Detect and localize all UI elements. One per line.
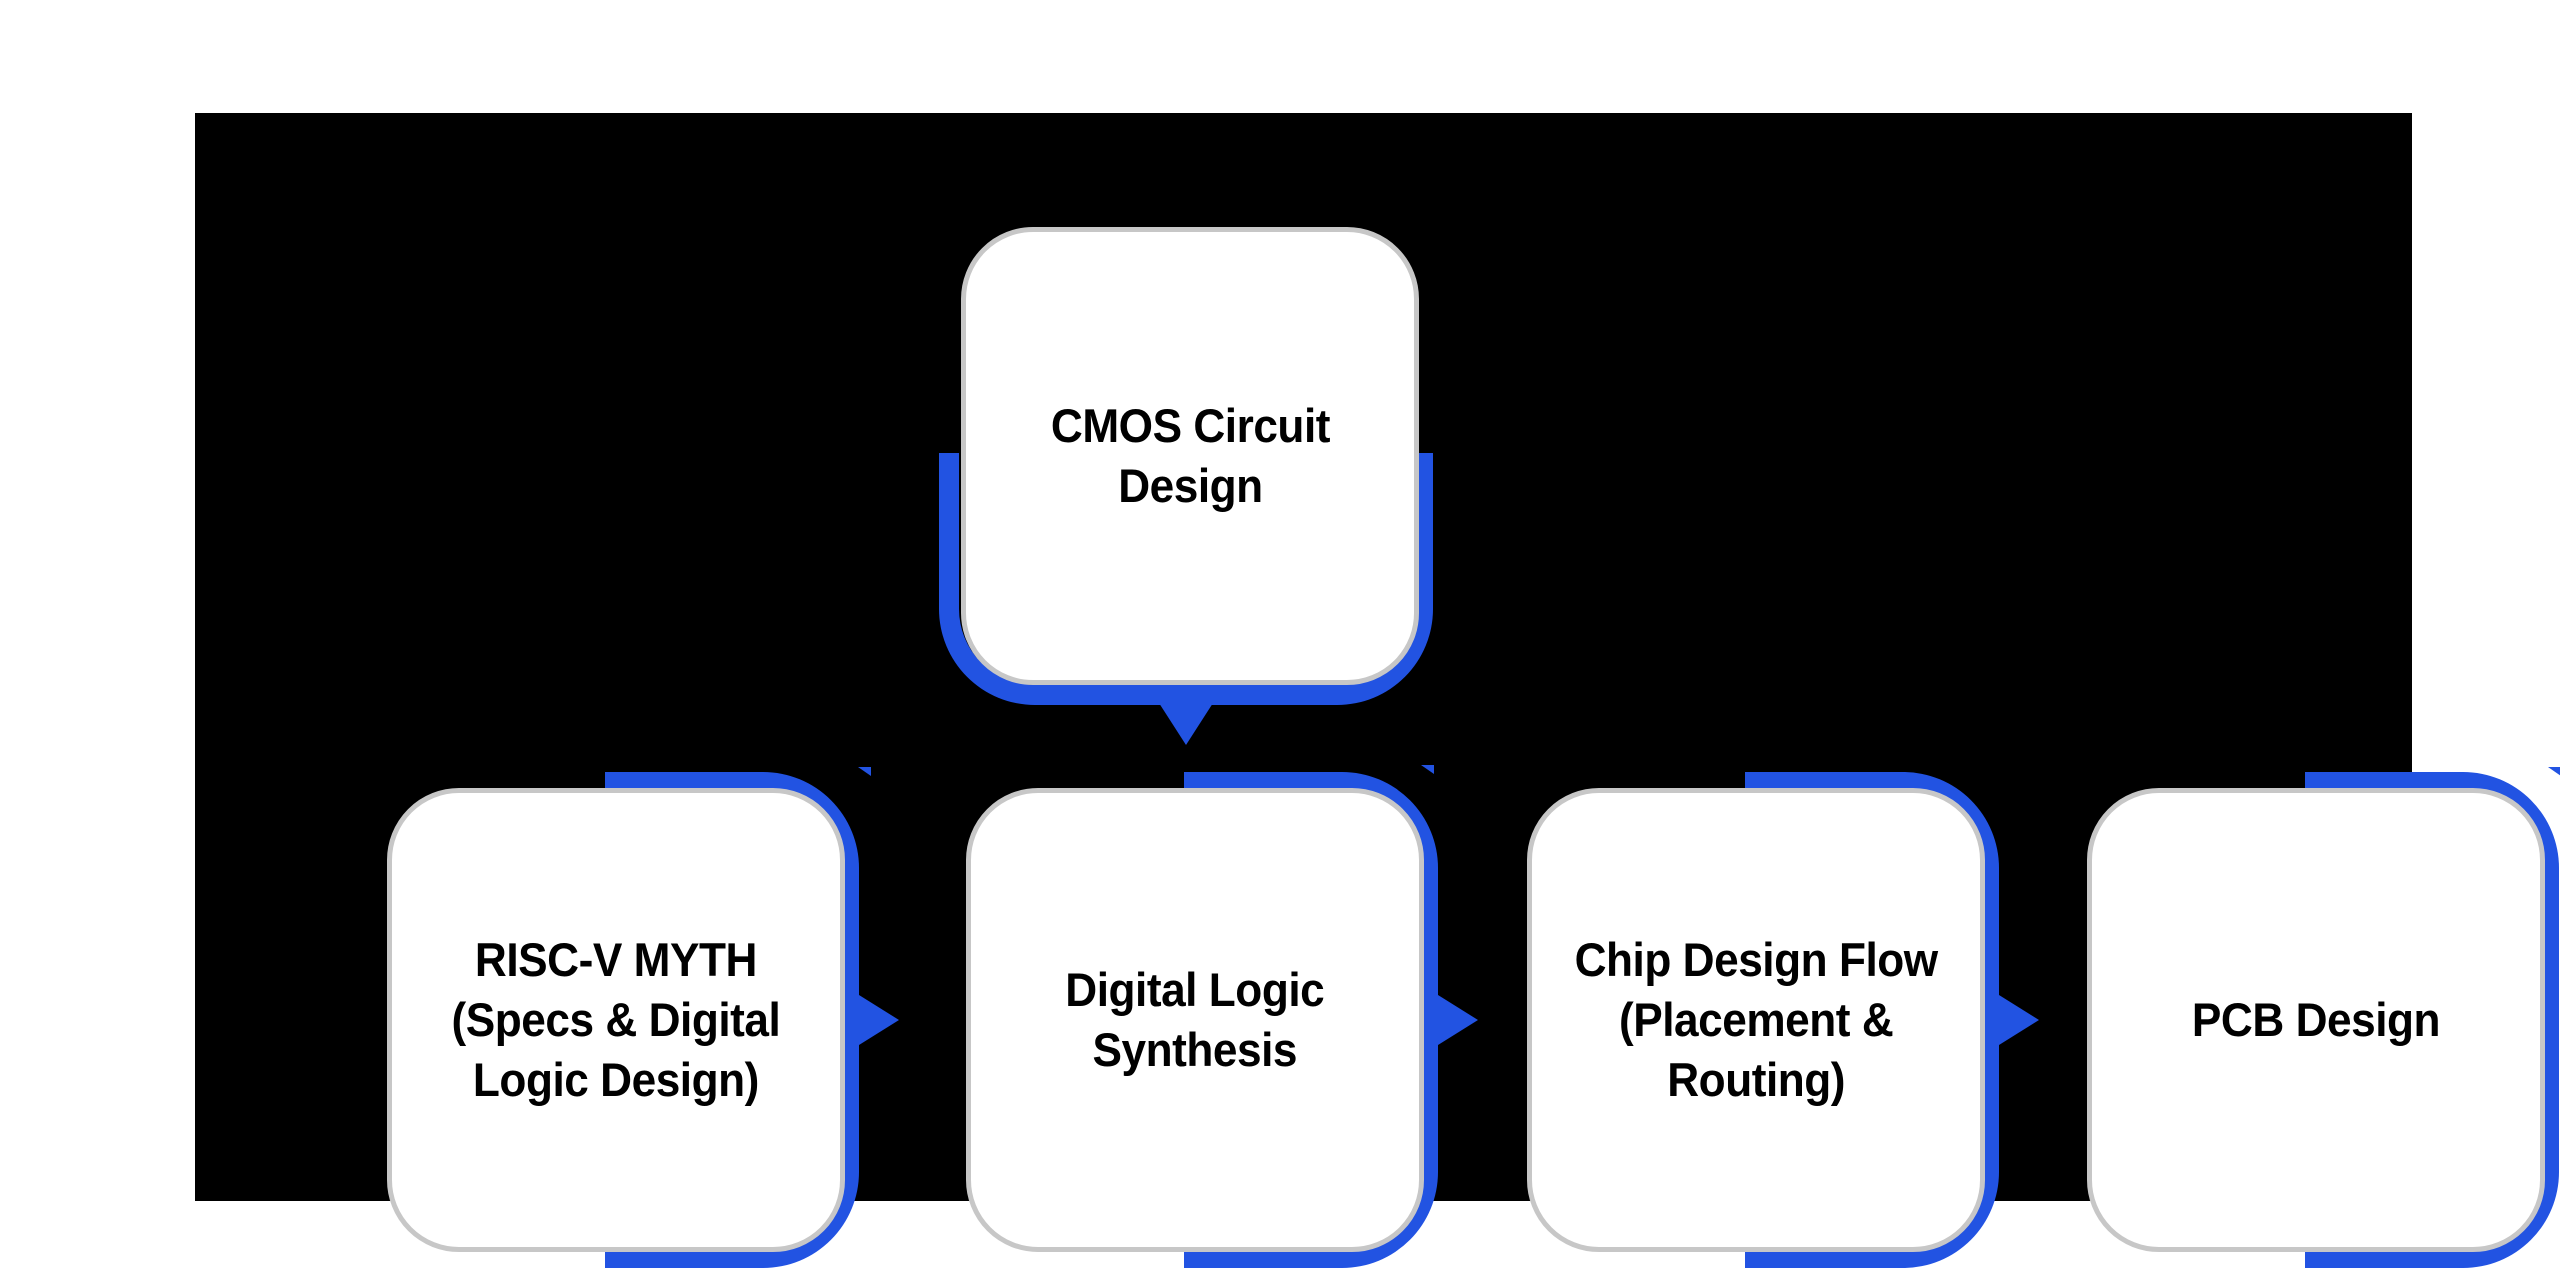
node-label: RISC-V MYTH (Specs & Digital Logic Desig… xyxy=(451,933,781,1106)
bracket-cmos xyxy=(939,453,1433,705)
speck-icon-synthesis xyxy=(1421,765,1434,774)
node-pcb-design: PCB Design xyxy=(2087,788,2545,1252)
diagram-canvas: CMOS Circuit Design RISC-V MYTH (Specs &… xyxy=(195,113,2560,1268)
node-chip-design-flow: Chip Design Flow (Placement & Routing) xyxy=(1527,788,1985,1252)
node-cmos-circuit-design: CMOS Circuit Design xyxy=(961,227,1419,685)
node-digital-logic-synthesis: Digital Logic Synthesis xyxy=(966,788,1424,1252)
arrow-right-icon-chip-flow-to-pcb xyxy=(1999,995,2039,1045)
node-label: Digital Logic Synthesis xyxy=(1065,963,1325,1076)
speck-icon-riscv xyxy=(858,767,871,776)
arrow-right-icon-riscv-to-synthesis xyxy=(859,995,899,1045)
node-label: Chip Design Flow (Placement & Routing) xyxy=(1574,933,1938,1106)
speck-icon-pcb xyxy=(2548,767,2560,776)
node-label: CMOS Circuit Design xyxy=(1050,399,1330,512)
arrow-right-icon-synthesis-to-chip-flow xyxy=(1438,995,1478,1045)
node-label: PCB Design xyxy=(2191,993,2441,1046)
node-riscv-myth: RISC-V MYTH (Specs & Digital Logic Desig… xyxy=(387,788,845,1252)
arrow-down-icon-cmos-to-synthesis xyxy=(1159,703,1213,745)
